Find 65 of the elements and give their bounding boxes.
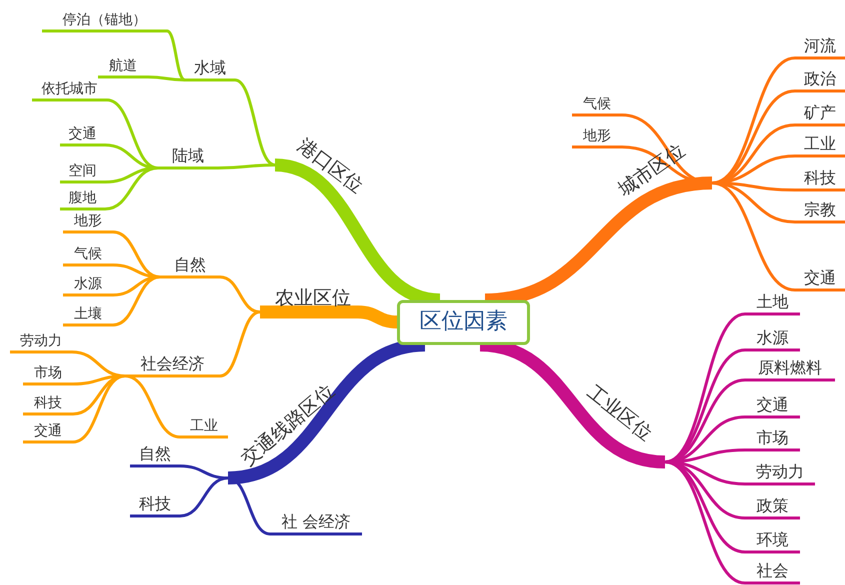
branch-label: 腹地 bbox=[60, 186, 105, 209]
branch-line bbox=[23, 374, 126, 444]
branch-label: 水域 bbox=[185, 56, 235, 80]
branch-label: 宗教 bbox=[795, 199, 845, 222]
branch-label: 土壤 bbox=[63, 302, 113, 325]
branch-label: 交通 bbox=[60, 122, 105, 145]
branch-label: 气候 bbox=[572, 92, 622, 115]
branch-label: 矿产 bbox=[795, 102, 845, 125]
branch-label: 社会 bbox=[745, 560, 800, 583]
branch-label: 工业区位 bbox=[573, 372, 666, 454]
branch-label: 政策 bbox=[745, 495, 800, 518]
branch-line bbox=[125, 310, 260, 378]
branch-label: 交通线路区位 bbox=[233, 376, 343, 474]
branch-label: 市场 bbox=[745, 427, 800, 450]
branch-label: 水源 bbox=[63, 272, 113, 295]
branch-label: 陆域 bbox=[158, 144, 218, 168]
branch-label: 土地 bbox=[745, 291, 800, 314]
branch-line bbox=[160, 276, 260, 314]
branch-label: 社 会经济 bbox=[270, 510, 362, 534]
branch-label: 交通 bbox=[795, 267, 845, 290]
branch-line bbox=[185, 78, 276, 166]
branch-line bbox=[23, 374, 126, 416]
branch-label: 科技 bbox=[23, 391, 73, 414]
branch-label: 科技 bbox=[795, 167, 845, 190]
branch-label: 停泊（锚地） bbox=[42, 8, 167, 31]
branch-label: 劳动力 bbox=[10, 329, 72, 352]
branch-line bbox=[124, 374, 228, 438]
branch-line bbox=[130, 464, 228, 480]
branch-line bbox=[712, 56, 845, 184]
branch-line bbox=[63, 230, 160, 278]
branch-line bbox=[130, 476, 228, 518]
branch-label: 政治 bbox=[795, 68, 845, 91]
branch-line bbox=[42, 30, 186, 82]
branch-label: 依托城市 bbox=[32, 77, 107, 100]
branch-label: 工业 bbox=[180, 414, 228, 437]
branch-line bbox=[32, 98, 158, 170]
branch-line bbox=[63, 276, 160, 326]
branch-label: 原料燃料 bbox=[745, 357, 835, 380]
branch-label: 社会经济 bbox=[125, 352, 220, 376]
branch-label: 航道 bbox=[98, 54, 148, 77]
branch-label: 水源 bbox=[745, 327, 800, 350]
branch-label: 地形 bbox=[572, 124, 622, 147]
branch-label: 工业 bbox=[795, 133, 845, 156]
branch-label: 交通 bbox=[23, 419, 73, 442]
branch-label: 科技 bbox=[130, 492, 180, 516]
branch-line bbox=[664, 460, 800, 584]
branch-label: 市场 bbox=[23, 361, 73, 384]
branch-label: 自然 bbox=[130, 443, 180, 466]
branch-label: 劳动力 bbox=[745, 461, 815, 484]
branch-label: 地形 bbox=[63, 209, 113, 232]
branch-label: 农业区位 bbox=[268, 282, 358, 312]
branch-line bbox=[712, 182, 845, 292]
branch-label: 环境 bbox=[745, 529, 800, 552]
branch-line bbox=[60, 166, 158, 210]
branch-label: 港口区位 bbox=[284, 126, 377, 206]
branch-line bbox=[158, 164, 276, 170]
topic-box: 区位因素 bbox=[397, 300, 530, 345]
branch-line bbox=[664, 312, 800, 464]
branch-label: 气候 bbox=[63, 242, 113, 265]
branch-label: 河流 bbox=[795, 35, 845, 58]
branch-line bbox=[260, 306, 398, 328]
branch-label: 空间 bbox=[60, 159, 105, 182]
branch-line bbox=[98, 76, 186, 82]
branch-label: 自然 bbox=[160, 253, 220, 277]
branch-label: 交通 bbox=[745, 394, 800, 417]
